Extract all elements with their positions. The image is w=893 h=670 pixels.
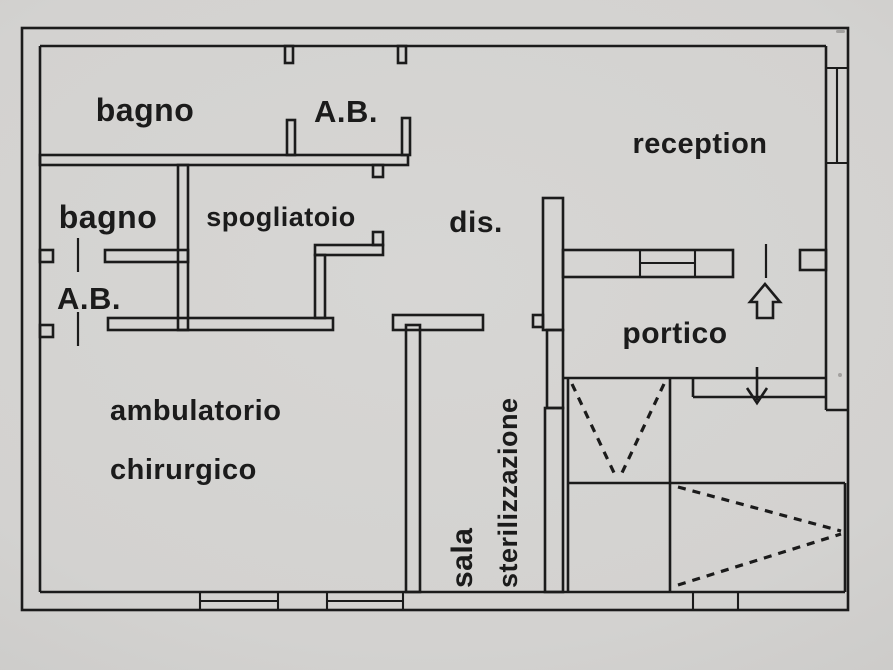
stairs-area	[566, 378, 847, 592]
wall-jamb	[38, 248, 55, 264]
partition-walls-left	[38, 163, 385, 346]
wall-spogliatoio-bottom	[313, 243, 385, 257]
wall-jamb	[531, 313, 545, 329]
sala-walls	[391, 313, 485, 594]
room-label-bagno-top: bagno	[96, 92, 194, 128]
room-label-ambulatorio-line1: ambulatorio	[110, 395, 281, 427]
bottom-right-wall-dividers	[691, 592, 740, 610]
wall-bagno-ab	[103, 248, 190, 264]
wall-sala-stairs	[543, 406, 565, 594]
wall-reception-portico	[561, 248, 735, 279]
partition-walls-top	[38, 44, 412, 179]
room-label-ambulatorio-line2: chirurgico	[110, 454, 257, 486]
room-label-dis: dis.	[449, 206, 503, 239]
central-wall	[531, 196, 565, 594]
wall-stub	[400, 116, 412, 157]
room-labels: bagno A.B. reception bagno spogliatoio d…	[57, 92, 767, 588]
portico-wall	[561, 244, 828, 279]
entry-arrow-up-icon	[747, 281, 783, 320]
scan-speck	[836, 30, 845, 33]
room-label-ab-left: A.B.	[57, 281, 121, 316]
room-label-ab-top: A.B.	[314, 94, 378, 129]
window-right-wall-icon	[826, 66, 848, 165]
wall-bagno-top-bottom	[38, 153, 410, 167]
wall-bagno-spogliatoio	[176, 163, 190, 332]
window-bottom-wall-right-icon	[325, 592, 405, 610]
room-label-sala-line2: sterilizzazione	[493, 397, 523, 588]
wall-jamb	[798, 248, 828, 272]
room-label-portico: portico	[622, 317, 727, 350]
room-label-bagno-left: bagno	[59, 199, 157, 235]
window-symbols	[198, 66, 848, 610]
wall-stub	[371, 163, 385, 179]
wall-stub	[396, 44, 408, 65]
scan-speck	[838, 373, 842, 377]
wall-sala-left	[404, 323, 422, 594]
exterior-walls	[20, 26, 850, 612]
wall-connector	[313, 253, 327, 320]
wall-ab-ambulatorio	[106, 316, 335, 332]
wall-jamb	[38, 323, 55, 339]
wall-stub	[371, 230, 385, 247]
wall-dis-reception	[541, 196, 565, 332]
window-portico-wall-icon	[638, 250, 697, 277]
wall-stub	[285, 118, 297, 157]
stairs-direction-dashes-right	[677, 485, 842, 587]
stairs-direction-dashes-down	[570, 383, 666, 478]
door-opening-symbol	[545, 328, 565, 410]
window-bottom-wall-left-icon	[198, 592, 280, 610]
room-label-spogliatoio: spogliatoio	[206, 202, 356, 232]
room-label-sala-line1: sala	[446, 528, 479, 588]
wall-stub	[283, 44, 295, 65]
exit-arrow-down-icon	[745, 367, 769, 406]
wall-sala-top	[391, 313, 485, 332]
portico-step-band	[563, 376, 826, 399]
room-label-sala-sterilizzazione: sala sterilizzazione	[446, 397, 523, 588]
wall-outer-frame	[20, 26, 850, 612]
room-label-reception: reception	[632, 128, 767, 160]
